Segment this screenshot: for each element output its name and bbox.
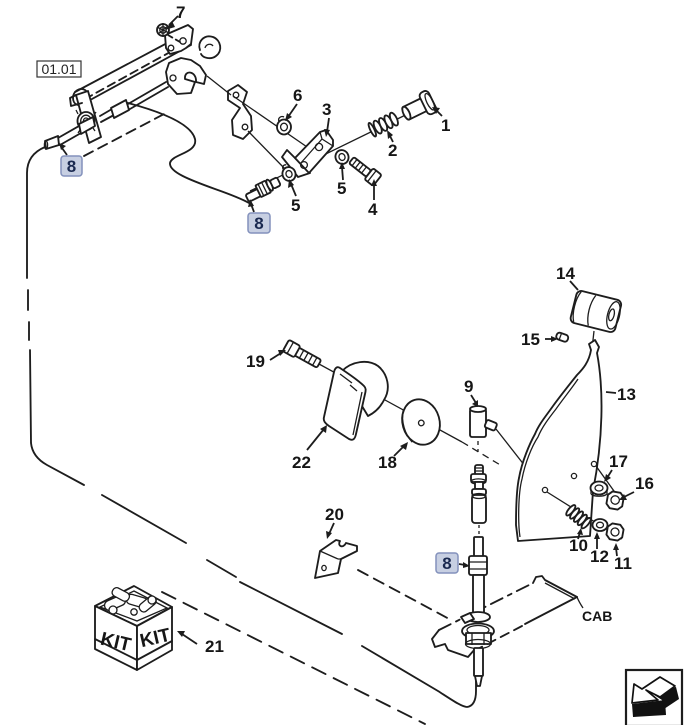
svg-text:7: 7	[176, 3, 185, 22]
svg-text:8: 8	[442, 554, 451, 573]
svg-text:5: 5	[337, 179, 346, 198]
svg-text:14: 14	[556, 264, 575, 283]
svg-text:3: 3	[322, 100, 331, 119]
svg-text:9: 9	[464, 377, 473, 396]
svg-text:16: 16	[635, 474, 654, 493]
svg-text:19: 19	[246, 352, 265, 371]
svg-text:8: 8	[254, 214, 263, 233]
svg-text:6: 6	[293, 86, 302, 105]
svg-text:8: 8	[67, 157, 76, 176]
svg-text:12: 12	[590, 547, 609, 566]
svg-text:20: 20	[325, 505, 344, 524]
svg-text:1: 1	[441, 116, 450, 135]
svg-text:5: 5	[291, 196, 300, 215]
svg-text:13: 13	[617, 385, 636, 404]
svg-text:17: 17	[609, 452, 628, 471]
svg-text:4: 4	[368, 200, 378, 219]
svg-text:CAB: CAB	[582, 608, 612, 624]
svg-text:11: 11	[614, 554, 632, 573]
svg-text:2: 2	[388, 141, 397, 160]
svg-text:01.01: 01.01	[41, 61, 76, 77]
svg-text:18: 18	[378, 453, 397, 472]
svg-text:15: 15	[521, 330, 540, 349]
svg-text:21: 21	[205, 637, 224, 656]
svg-text:10: 10	[569, 536, 588, 555]
svg-text:22: 22	[292, 453, 311, 472]
